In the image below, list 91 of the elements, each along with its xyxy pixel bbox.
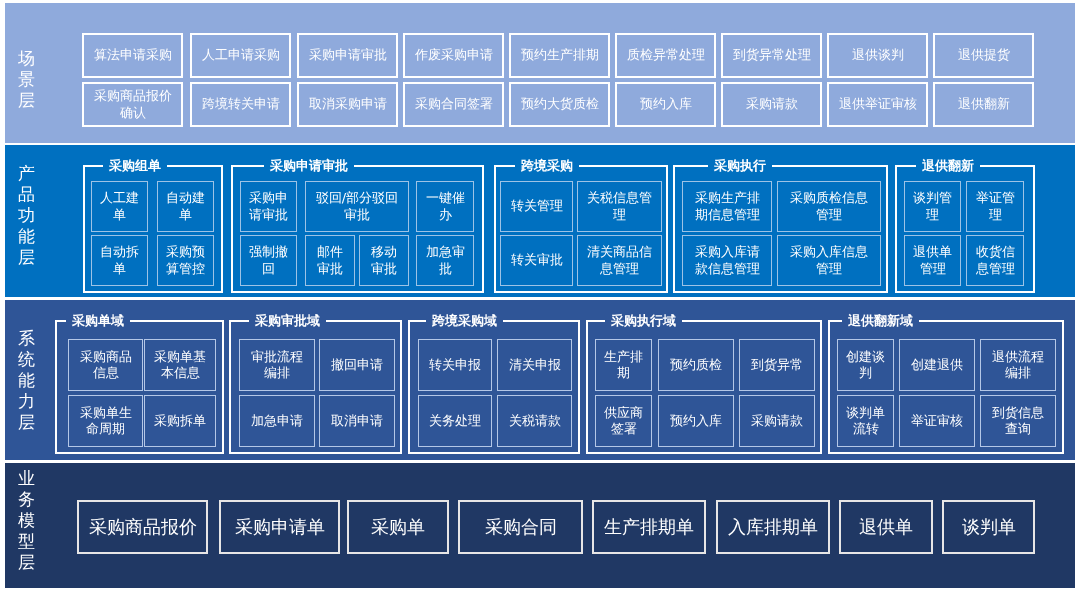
scenario-box: 预约大货质检 (509, 82, 610, 127)
function-box: 驳回/部分驳回审批 (305, 181, 409, 232)
function-box: 采购质检信息管理 (777, 181, 881, 232)
function-box: 转关审批 (500, 235, 573, 286)
model-box: 采购合同 (458, 500, 583, 554)
capability-box: 清关申报 (497, 339, 572, 391)
capability-box: 预约入库 (658, 395, 734, 447)
capability-box: 谈判单流转 (837, 395, 894, 447)
function-box: 转关管理 (500, 181, 573, 232)
capability-box: 采购单基本信息 (144, 339, 216, 391)
scenario-box: 算法申请采购 (82, 33, 183, 78)
capability-box: 采购拆单 (144, 395, 216, 447)
scenario-box: 采购请款 (721, 82, 822, 127)
scenario-box: 退供翻新 (933, 82, 1034, 127)
layer-band (5, 145, 1075, 297)
scenario-box: 预约生产排期 (509, 33, 610, 78)
function-box: 退供单管理 (904, 235, 961, 286)
capability-box: 供应商签署 (595, 395, 652, 447)
function-box: 一键催办 (416, 181, 474, 232)
scenario-box: 退供谈判 (827, 33, 928, 78)
scenario-box: 退供提货 (933, 33, 1034, 78)
layer-title: 产品功能层 (17, 163, 35, 268)
scenario-box: 到货异常处理 (721, 33, 822, 78)
capability-box: 采购单生命周期 (68, 395, 143, 447)
function-box: 自动建单 (157, 181, 214, 232)
function-box: 举证管理 (966, 181, 1024, 232)
capability-box: 撤回申请 (319, 339, 395, 391)
scenario-box: 采购申请审批 (297, 33, 398, 78)
model-box: 谈判单 (942, 500, 1035, 554)
function-box: 采购入库信息管理 (777, 235, 881, 286)
capability-box: 关税请款 (497, 395, 572, 447)
function-box: 清关商品信息管理 (577, 235, 662, 286)
group-heading: 采购执行域 (605, 312, 682, 330)
layer-title: 业务模型层 (17, 468, 35, 573)
group-heading: 退供翻新 (916, 157, 980, 175)
model-box: 入库排期单 (716, 500, 830, 554)
function-box: 采购申请审批 (240, 181, 297, 232)
function-box: 关税信息管理 (577, 181, 662, 232)
layer-title: 系统能力层 (17, 328, 35, 433)
function-box: 邮件审批 (305, 235, 355, 286)
function-box: 强制撤回 (240, 235, 297, 286)
capability-box: 到货异常 (739, 339, 815, 391)
capability-box: 关务处理 (418, 395, 492, 447)
scenario-box: 人工申请采购 (190, 33, 291, 78)
scenario-box: 跨境转关申请 (190, 82, 291, 127)
function-box: 采购生产排期信息管理 (682, 181, 772, 232)
layer-band (5, 3, 1075, 143)
function-box: 加急审批 (416, 235, 474, 286)
capability-box: 举证审核 (899, 395, 975, 447)
layer-band (5, 463, 1075, 588)
scenario-box: 采购合同签署 (403, 82, 504, 127)
group-heading: 采购执行 (708, 157, 772, 175)
scenario-box: 作废采购申请 (403, 33, 504, 78)
model-box: 生产排期单 (592, 500, 706, 554)
function-box: 移动审批 (359, 235, 409, 286)
function-box: 自动拆单 (91, 235, 148, 286)
capability-box: 审批流程编排 (239, 339, 315, 391)
scenario-box: 采购商品报价确认 (82, 82, 183, 127)
layer-title: 场景层 (17, 48, 35, 111)
function-box: 收货信息管理 (966, 235, 1024, 286)
capability-box: 生产排期 (595, 339, 652, 391)
scenario-box: 质检异常处理 (615, 33, 716, 78)
function-box: 人工建单 (91, 181, 148, 232)
capability-box: 取消申请 (319, 395, 395, 447)
group-heading: 采购组单 (103, 157, 167, 175)
capability-box: 采购请款 (739, 395, 815, 447)
capability-box: 创建谈判 (837, 339, 894, 391)
capability-box: 到货信息查询 (980, 395, 1056, 447)
group-heading: 跨境采购域 (426, 312, 503, 330)
group-heading: 采购申请审批 (264, 157, 354, 175)
group-heading: 退供翻新域 (842, 312, 919, 330)
model-box: 采购商品报价 (77, 500, 208, 554)
function-box: 谈判管理 (904, 181, 961, 232)
scenario-box: 取消采购申请 (297, 82, 398, 127)
capability-box: 采购商品信息 (68, 339, 143, 391)
group-heading: 采购单域 (66, 312, 130, 330)
capability-box: 创建退供 (899, 339, 975, 391)
layer-band (5, 300, 1075, 460)
model-box: 采购申请单 (219, 500, 340, 554)
function-box: 采购预算管控 (157, 235, 214, 286)
scenario-box: 退供举证审核 (827, 82, 928, 127)
model-box: 退供单 (839, 500, 933, 554)
function-box: 采购入库请款信息管理 (682, 235, 772, 286)
model-box: 采购单 (347, 500, 449, 554)
capability-box: 预约质检 (658, 339, 734, 391)
group-heading: 跨境采购 (515, 157, 579, 175)
capability-box: 转关申报 (418, 339, 492, 391)
capability-box: 加急申请 (239, 395, 315, 447)
scenario-box: 预约入库 (615, 82, 716, 127)
capability-box: 退供流程编排 (980, 339, 1056, 391)
group-heading: 采购审批域 (249, 312, 326, 330)
